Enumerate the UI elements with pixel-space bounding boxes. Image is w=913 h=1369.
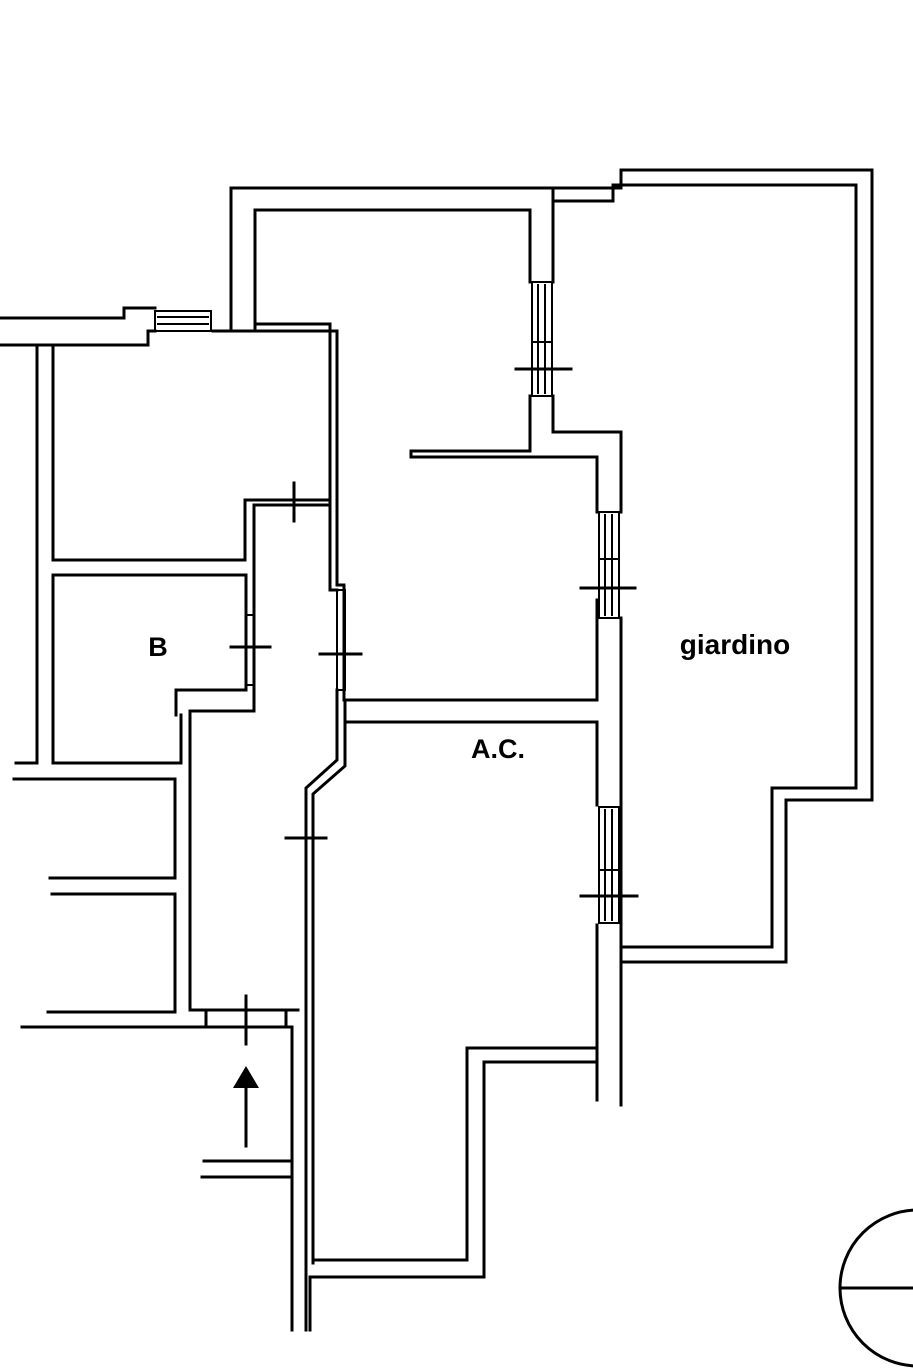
upper-walls: [0, 168, 874, 964]
corridor-right-wall: [284, 498, 599, 1265]
room-b-walls: [51, 481, 330, 1012]
room-label-garden: giardino: [680, 629, 790, 660]
room-label-ac: A.C.: [471, 734, 525, 764]
room-label-b: B: [148, 632, 168, 662]
entrance-arrow-icon: [233, 1066, 259, 1148]
window-upper: [514, 281, 573, 397]
entrance-door: [204, 994, 288, 1046]
left-lower-walls: [12, 777, 294, 1332]
ac-lower-walls: [304, 1008, 599, 1332]
north-compass-icon: [838, 1208, 913, 1368]
window-middle: [579, 511, 637, 619]
window-top-left: [154, 310, 212, 332]
window-lower: [579, 806, 639, 924]
